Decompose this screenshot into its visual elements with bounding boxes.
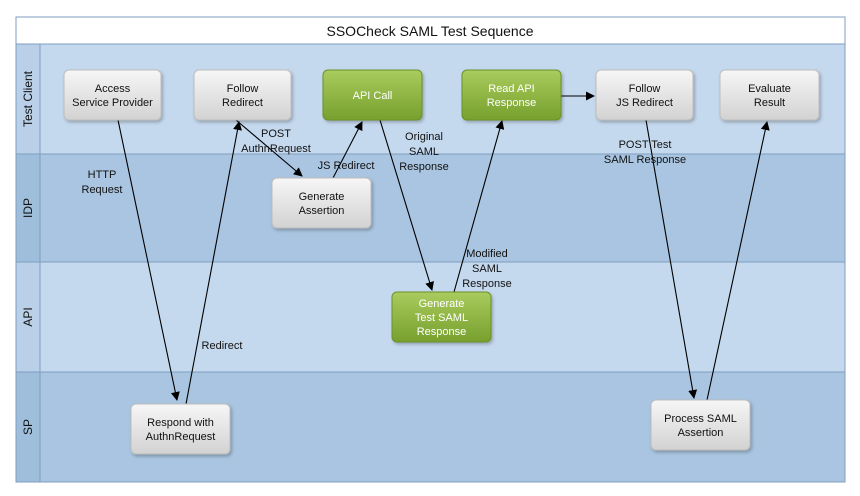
edge-js-redirect: JS Redirect	[318, 121, 375, 179]
lane-header	[15, 371, 41, 483]
edge-label: POST Test	[619, 139, 672, 151]
node-box	[391, 291, 492, 343]
node-box	[63, 69, 162, 121]
node-box	[271, 177, 372, 229]
edge-redirect: Redirect	[185, 121, 243, 405]
node-label: Follow	[629, 83, 661, 95]
node-label: JS Redirect	[616, 97, 673, 109]
node-box	[595, 69, 694, 121]
lane-label: SP	[21, 419, 35, 435]
connector-arrow	[645, 119, 698, 399]
node-label: Respond with	[147, 417, 214, 429]
node-label: Assertion	[678, 427, 724, 439]
node-label: Result	[754, 97, 785, 109]
node-label: Response	[487, 97, 537, 109]
connector-arrow	[332, 121, 363, 179]
node-api-call: API Call	[322, 69, 423, 121]
node-label: Evaluate	[748, 83, 791, 95]
node-label: Test SAML	[415, 312, 468, 324]
node-box	[322, 69, 423, 121]
node-box	[650, 399, 751, 451]
connector-arrow	[235, 119, 303, 177]
title-bar	[15, 16, 846, 45]
edge-post-authn: POST AuthnRequest	[235, 119, 311, 177]
edge-label: Request	[82, 184, 123, 196]
lane-background	[15, 153, 846, 263]
node-label: Assertion	[299, 205, 345, 217]
lane-idp: IDP	[15, 153, 846, 263]
edge-label: HTTP	[88, 169, 117, 181]
edge-label: SAML Response	[604, 154, 686, 166]
edge-label: AuthnRequest	[241, 143, 311, 155]
edge-label: Response	[399, 161, 449, 173]
node-label: Generate	[419, 298, 465, 310]
node-read-api-response: Read API Response	[461, 69, 562, 121]
node-label: Generate	[299, 191, 345, 203]
connector-arrow	[706, 121, 770, 401]
node-box	[193, 69, 292, 121]
edge-http-request: HTTP Request	[82, 119, 180, 401]
diagram-title: SSOCheck SAML Test Sequence	[327, 23, 534, 39]
node-label: Process SAML	[664, 413, 737, 425]
node-box	[719, 69, 820, 121]
edge-process-to-evaluate	[706, 121, 770, 401]
node-box	[130, 403, 231, 455]
node-label: Access	[95, 83, 131, 95]
node-label: Response	[417, 326, 467, 338]
edge-label: SAML	[472, 263, 502, 275]
node-label: Follow	[227, 83, 259, 95]
edge-label: Modified	[466, 248, 508, 260]
lane-label: API	[21, 307, 35, 326]
node-process-saml: Process SAML Assertion	[650, 399, 751, 451]
lane-label: IDP	[21, 198, 35, 218]
node-label: Service Provider	[72, 97, 153, 109]
edge-label: Response	[462, 278, 512, 290]
connector-arrow	[379, 119, 434, 291]
edge-label: Original	[405, 131, 443, 143]
node-label: Redirect	[222, 97, 263, 109]
edge-label: Redirect	[202, 340, 243, 352]
edge-label: JS Redirect	[318, 160, 375, 172]
edge-label: POST	[261, 128, 291, 140]
node-label: API Call	[353, 90, 393, 102]
edge-label: SAML	[409, 146, 439, 158]
node-label: Read API	[488, 83, 534, 95]
node-follow-js-redirect: Follow JS Redirect	[595, 69, 694, 121]
node-box	[461, 69, 562, 121]
connector-arrow	[185, 121, 242, 405]
lane-label: Test Client	[21, 70, 35, 127]
node-label: AuthnRequest	[146, 431, 216, 443]
connector-arrow	[453, 120, 505, 293]
connector-arrow	[117, 119, 180, 401]
